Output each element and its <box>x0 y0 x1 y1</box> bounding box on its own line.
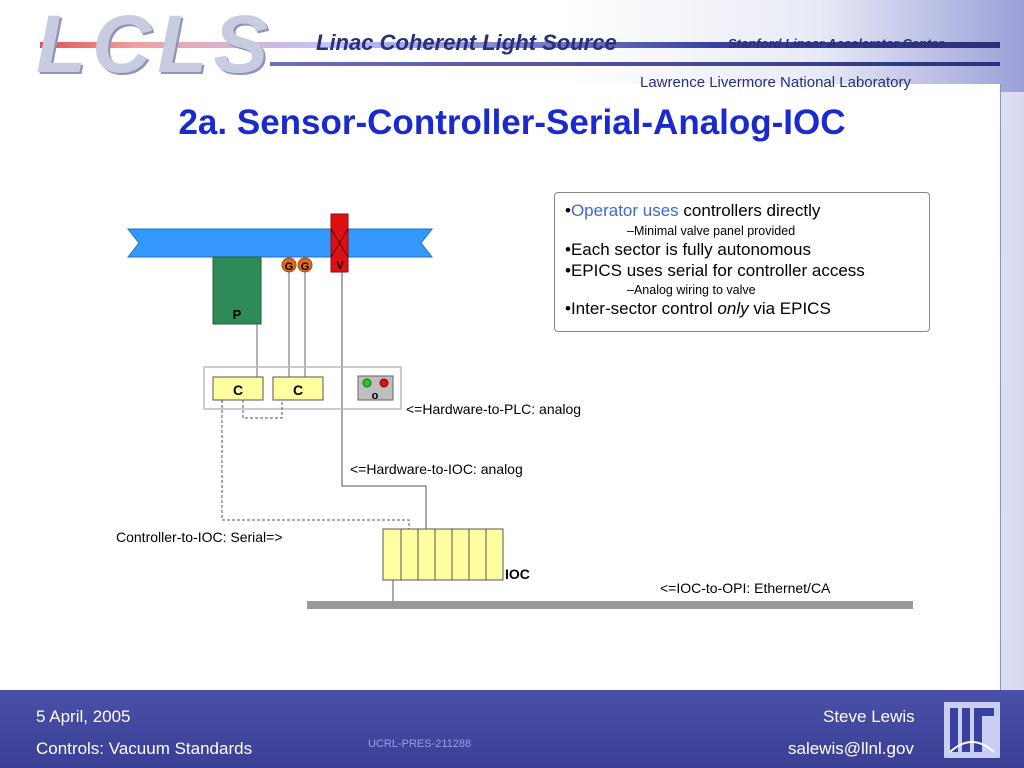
gauge-1-label: G <box>285 261 294 273</box>
beampipe <box>126 228 434 258</box>
footer-email: salewis@llnl.gov <box>788 739 914 758</box>
bullet-item: •Each sector is fully autonomous <box>565 239 811 259</box>
gauge-2-label: G <box>301 261 310 273</box>
bullet-text: controllers directly <box>678 201 821 220</box>
wire-valve <box>341 272 427 530</box>
lcls-logo: LCLS <box>30 0 1000 90</box>
serial-link-2 <box>242 400 283 419</box>
valve-label: V <box>336 260 344 272</box>
footer-doc-number: UCRL-PRES-211288 <box>368 738 472 750</box>
bullet-text: EPICS uses serial for controller access <box>570 260 865 280</box>
controller-2-label: C <box>293 382 303 398</box>
footer-author: Steve Lewis <box>823 707 915 726</box>
controller-group <box>203 366 402 410</box>
bullet-item: •Inter-sector control only via EPICS <box>565 299 831 319</box>
serial-link-label: Controller-to-IOC: Serial=> <box>116 529 283 545</box>
logo-text: LCLS <box>36 0 275 90</box>
bullet-subitem: –Minimal valve panel provided <box>627 223 796 238</box>
bullet-item: •Operator uses controllers directly <box>565 201 821 220</box>
slide-title: 2a. Sensor-Controller-Serial-Analog-IOC <box>178 103 846 142</box>
footer-bar <box>0 690 1024 768</box>
led-red-icon <box>379 378 389 388</box>
ioc-link-label: <=Hardware-to-IOC: analog <box>350 461 523 477</box>
valve-panel-label: o <box>372 390 379 402</box>
bullet-text: Inter-sector control <box>570 299 718 319</box>
controller-1 <box>212 376 264 401</box>
controller-2 <box>272 376 324 401</box>
llnl-logo-icon <box>944 702 1000 758</box>
ioc-crate <box>382 528 504 581</box>
bullet-emphasis: only <box>717 299 749 319</box>
valve-x-icon <box>330 228 349 258</box>
org-slac: Stanford Linear Accelerator Center <box>728 36 944 51</box>
footer-topic: Controls: Vacuum Standards <box>36 739 253 758</box>
logo-stripe-lower <box>270 62 1000 66</box>
footer-date: 5 April, 2005 <box>36 707 131 726</box>
plc-link-label: <=Hardware-to-PLC: analog <box>406 401 582 417</box>
ioc-label: IOC <box>505 566 530 582</box>
led-green-icon <box>362 378 372 388</box>
pump-body <box>212 256 262 325</box>
controller-1-label: C <box>233 382 243 398</box>
bullet-item: •EPICS uses serial for controller access <box>565 260 865 280</box>
slide-body <box>26 84 1001 691</box>
logo-stripe <box>40 42 1000 48</box>
pump-label: P <box>233 307 242 322</box>
bullet-list: •Operator uses controllers directly –Min… <box>554 192 930 332</box>
bullet-text: via EPICS <box>748 299 831 319</box>
opi-link-label: <=IOC-to-OPI: Ethernet/CA <box>660 580 831 596</box>
bullet-text: Each sector is fully autonomous <box>570 239 811 259</box>
serial-link-1 <box>221 400 410 530</box>
bullet-highlight: Operator uses <box>570 201 679 220</box>
project-name: Linac Coherent Light Source <box>316 30 617 55</box>
ethernet-bus <box>307 601 913 609</box>
org-llnl: Lawrence Livermore National Laboratory <box>640 74 911 91</box>
bullet-subitem: –Analog wiring to valve <box>627 283 756 298</box>
